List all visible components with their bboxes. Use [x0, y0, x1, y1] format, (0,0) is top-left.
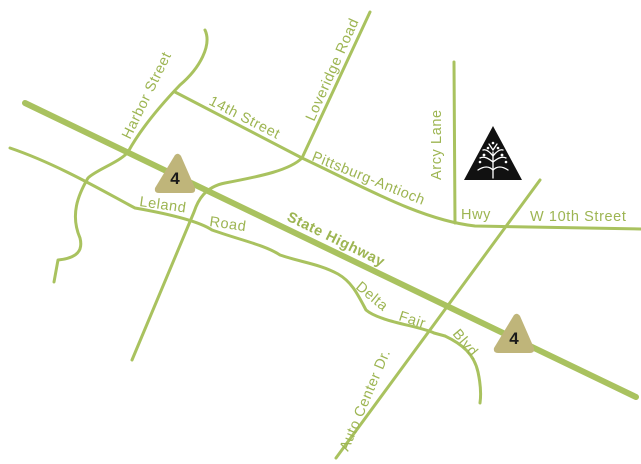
- auto-center-dr-road: [334, 178, 542, 460]
- label-auto-center-dr: Auto Center Dr.: [337, 347, 394, 454]
- label-w-10th-street: W 10th Street: [530, 209, 626, 225]
- label-blvd: Blvd.: [449, 326, 484, 363]
- highway-4-shield-east: 4: [493, 313, 535, 353]
- leland-road: [8, 146, 447, 338]
- label-road: Road: [208, 214, 247, 235]
- loveridge-road: [130, 10, 372, 362]
- label-hwy: Hwy: [461, 207, 491, 223]
- label-pittsburg-antioch: Pittsburg-Antioch: [310, 149, 428, 209]
- label-arcy-lane: Arcy Lane: [429, 109, 445, 180]
- arcy-lane-road: [452, 60, 457, 225]
- label-loveridge-road: Loveridge Road: [303, 16, 363, 124]
- state-highway-4: [22, 100, 639, 400]
- label-leland: Leland: [138, 194, 187, 216]
- label-harbor-street: Harbor Street: [119, 49, 175, 141]
- highway-4-shield-west: 4: [154, 153, 196, 193]
- label-fair: Fair: [397, 309, 428, 333]
- tree-triangle-icon: [464, 126, 522, 180]
- svg-text:4: 4: [170, 169, 180, 188]
- svg-text:4: 4: [509, 329, 519, 348]
- label-14th-street: 14th Street: [206, 93, 282, 142]
- pittsburg-antioch-hwy-road: [173, 90, 641, 231]
- delta-fair-blvd-road: [443, 334, 483, 405]
- harbor-street-road: [52, 28, 209, 284]
